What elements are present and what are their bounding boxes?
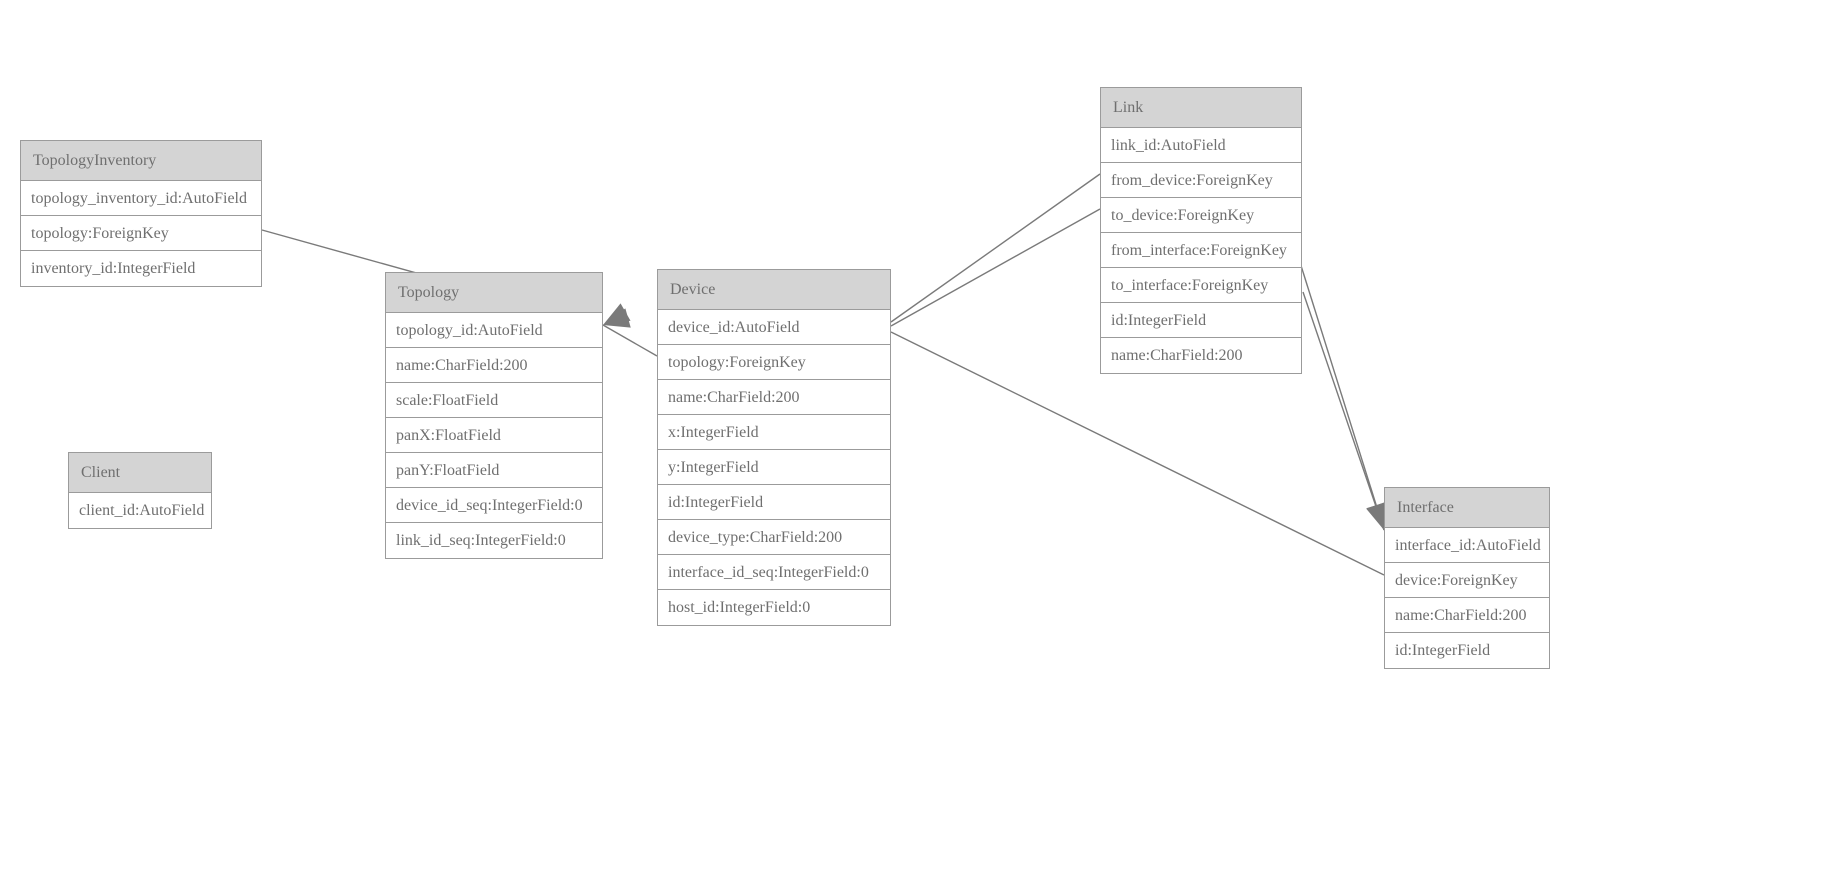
entity-field-row[interactable]: device_type:CharField:200	[658, 520, 890, 555]
relationship-line	[1297, 255, 1385, 531]
entity-field-row[interactable]: x:IntegerField	[658, 415, 890, 450]
entity-field-row[interactable]: interface_id_seq:IntegerField:0	[658, 555, 890, 590]
entity-field-row[interactable]: topology:ForeignKey	[21, 216, 261, 251]
rel-link-to-device	[863, 208, 1101, 327]
entity-field-row[interactable]: client_id:AutoField	[69, 493, 211, 528]
entity-field-row[interactable]: topology:ForeignKey	[658, 345, 890, 380]
relationship-line	[890, 173, 1101, 323]
entity-title-interface: Interface	[1385, 488, 1549, 528]
rel-link-to-interface	[1302, 291, 1386, 531]
entity-field-row[interactable]: device_id:AutoField	[658, 310, 890, 345]
entity-field-row[interactable]: to_interface:ForeignKey	[1101, 268, 1301, 303]
entity-field-row[interactable]: id:IntegerField	[658, 485, 890, 520]
entity-field-row[interactable]: name:CharField:200	[658, 380, 890, 415]
relationship-line	[890, 208, 1101, 327]
entity-field-row[interactable]: inventory_id:IntegerField	[21, 251, 261, 286]
entity-field-row[interactable]: host_id:IntegerField:0	[658, 590, 890, 625]
relationship-line	[602, 324, 658, 357]
entity-field-row[interactable]: id:IntegerField	[1101, 303, 1301, 338]
relationship-arrowhead	[603, 308, 631, 328]
entity-field-row[interactable]: y:IntegerField	[658, 450, 890, 485]
entity-field-row[interactable]: device:ForeignKey	[1385, 563, 1549, 598]
entity-title-topology_inventory: TopologyInventory	[21, 141, 261, 181]
entity-field-row[interactable]: id:IntegerField	[1385, 633, 1549, 668]
entity-field-row[interactable]: link_id_seq:IntegerField:0	[386, 523, 602, 558]
entity-field-row[interactable]: name:CharField:200	[386, 348, 602, 383]
entity-field-row[interactable]: topology_inventory_id:AutoField	[21, 181, 261, 216]
entity-field-row[interactable]: panX:FloatField	[386, 418, 602, 453]
entity-field-row[interactable]: device_id_seq:IntegerField:0	[386, 488, 602, 523]
entity-title-topology: Topology	[386, 273, 602, 313]
entity-field-row[interactable]: from_interface:ForeignKey	[1101, 233, 1301, 268]
relationship-line	[1302, 291, 1385, 531]
entity-field-row[interactable]: interface_id:AutoField	[1385, 528, 1549, 563]
entity-title-device: Device	[658, 270, 890, 310]
rel-device-topology	[602, 303, 658, 357]
entity-title-link: Link	[1101, 88, 1301, 128]
entity-field-row[interactable]: topology_id:AutoField	[386, 313, 602, 348]
entity-title-client: Client	[69, 453, 211, 493]
entity-field-row[interactable]: panY:FloatField	[386, 453, 602, 488]
entity-field-row[interactable]: name:CharField:200	[1385, 598, 1549, 633]
entity-field-row[interactable]: link_id:AutoField	[1101, 128, 1301, 163]
entity-field-row[interactable]: scale:FloatField	[386, 383, 602, 418]
entity-field-row[interactable]: to_device:ForeignKey	[1101, 198, 1301, 233]
entity-field-row[interactable]: from_device:ForeignKey	[1101, 163, 1301, 198]
rel-link-from-interface	[1297, 255, 1386, 531]
entity-field-row[interactable]: name:CharField:200	[1101, 338, 1301, 373]
rel-link-from-device	[864, 173, 1101, 323]
